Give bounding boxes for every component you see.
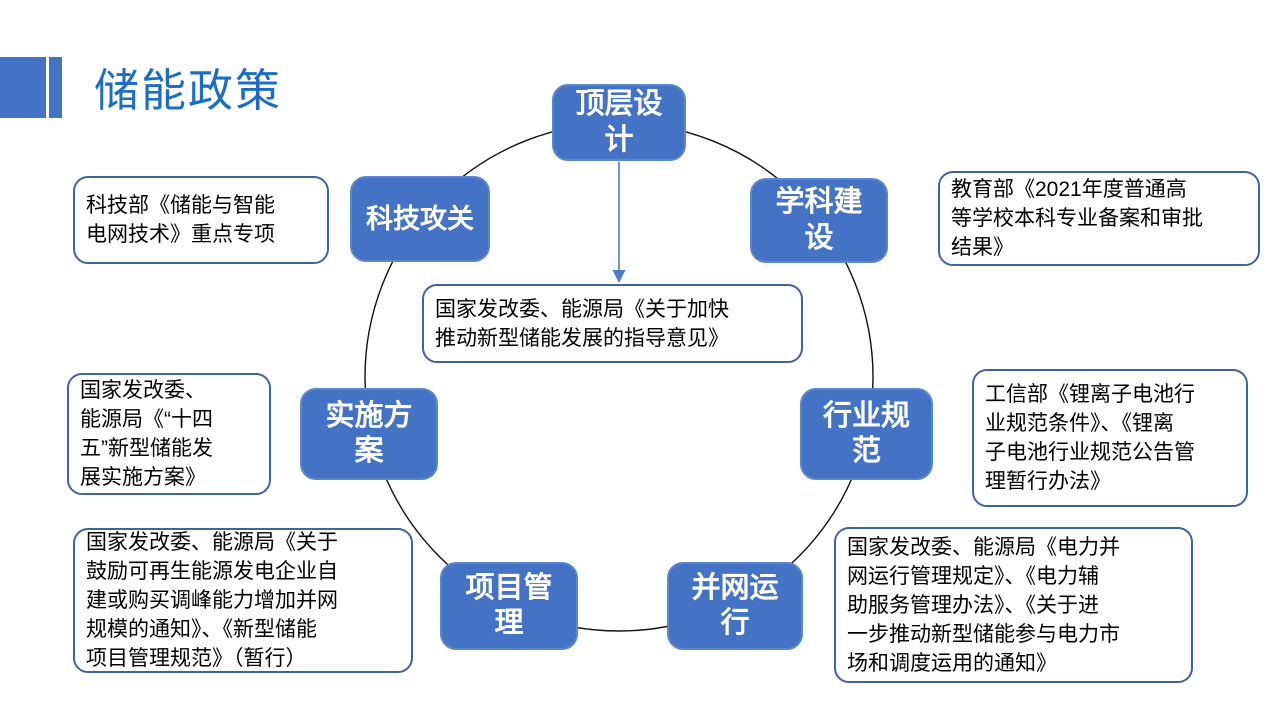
node-top-level-design: 顶层设 计 [552, 84, 686, 161]
title-accent-square [0, 57, 46, 118]
node-tech-research: 科技攻关 [350, 176, 490, 262]
policy-box-center-guideline: 国家发改委、能源局《关于加快 推动新型储能发展的指导意见》 [422, 284, 803, 363]
policy-box-education-ministry: 教育部《2021年度普通高 等学校本科专业备案和审批 结果》 [938, 171, 1260, 266]
node-project-management: 项目管 理 [440, 562, 578, 650]
policy-box-implementation-plan: 国家发改委、 能源局《“十四 五”新型储能发 展实施方案》 [67, 373, 271, 495]
policy-box-project-management: 国家发改委、能源局《关于 鼓励可再生能源发电企业自 建或购买调峰能力增加并网 规… [73, 528, 413, 673]
policy-box-industry-standards: 工信部《锂离子电池行 业规范条件》、《锂离 子电池行业规范公告管 理暂行办法》 [972, 369, 1248, 507]
policy-box-tech-ministry: 科技部《储能与智能 电网技术》重点专项 [73, 176, 329, 264]
policy-box-grid-operation: 国家发改委、能源局《电力并 网运行管理规定》、《电力辅 助服务管理办法》、《关于… [834, 527, 1193, 683]
node-discipline-construction: 学科建 设 [750, 178, 888, 263]
node-industry-standard: 行业规 范 [800, 388, 933, 480]
node-implementation-plan: 实施方 案 [300, 388, 438, 480]
title-accent-stripe [49, 57, 62, 118]
center-arrow-head [612, 270, 626, 283]
page-title: 储能政策 [94, 65, 283, 116]
node-grid-operation: 并网运 行 [667, 562, 803, 650]
